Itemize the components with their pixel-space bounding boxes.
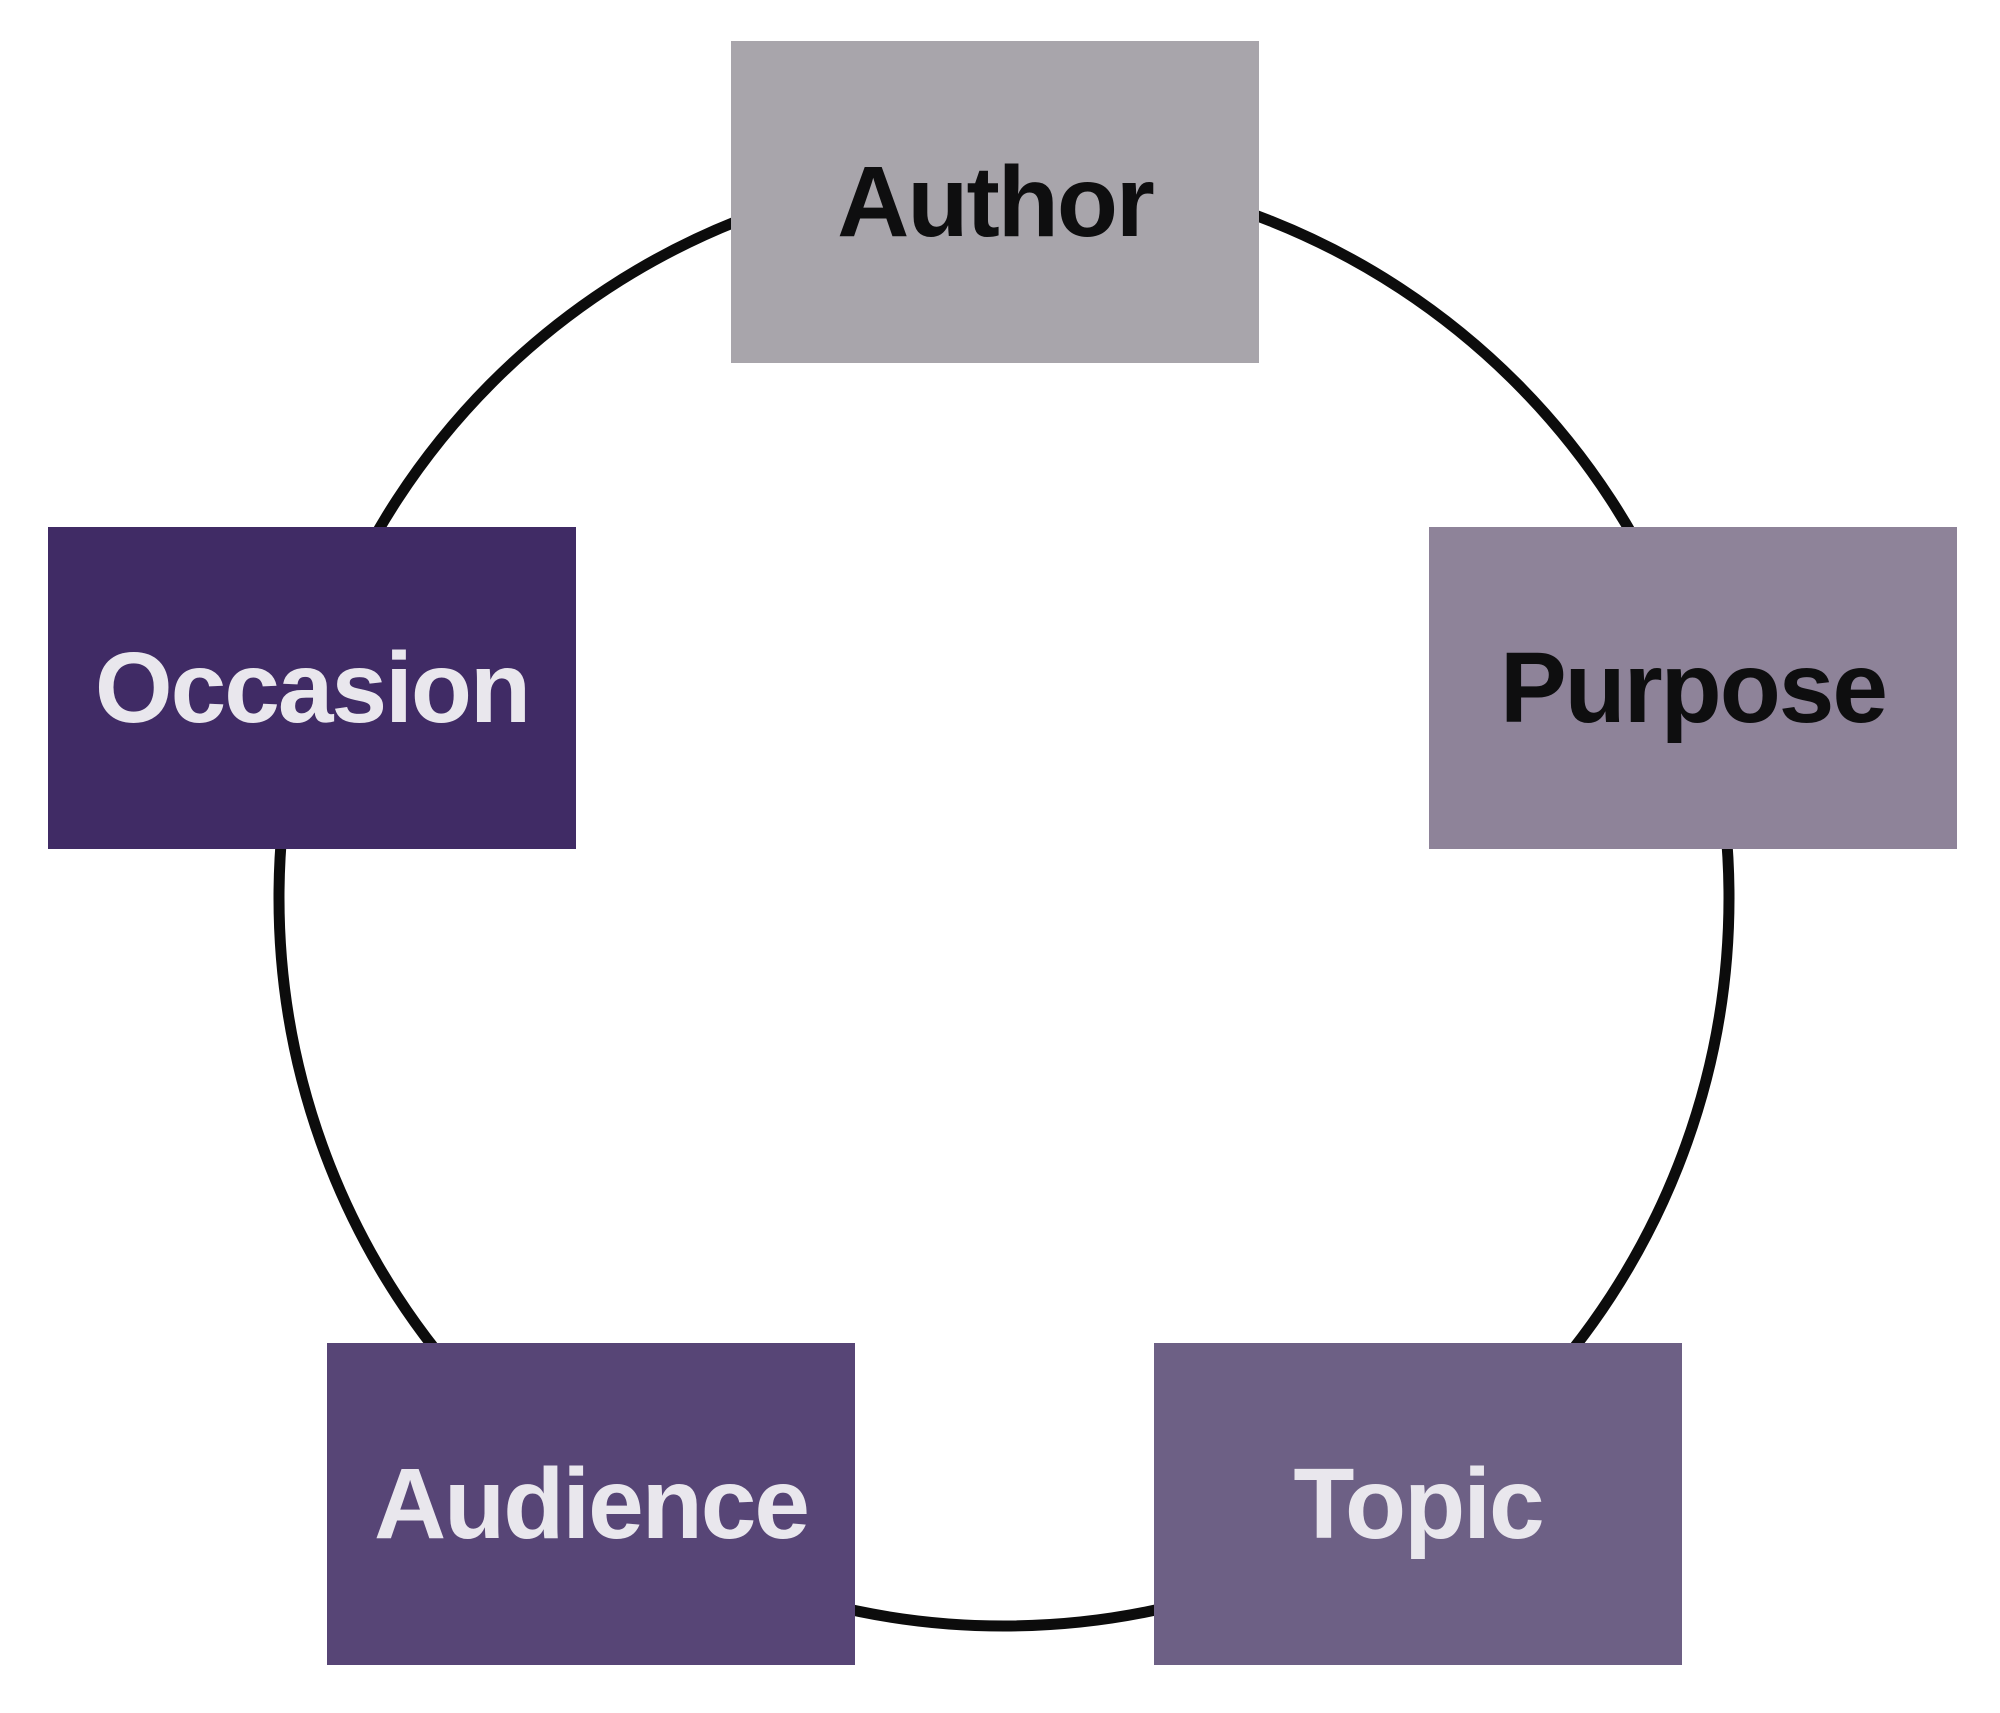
node-audience: Audience [327,1343,855,1665]
node-topic-label: Topic [1293,1448,1544,1560]
node-occasion: Occasion [48,527,576,849]
node-author-label: Author [837,146,1155,258]
node-purpose: Purpose [1429,527,1957,849]
node-topic: Topic [1154,1343,1682,1665]
node-purpose-label: Purpose [1499,632,1888,744]
node-author: Author [731,41,1259,363]
node-occasion-label: Occasion [94,632,531,744]
node-audience-label: Audience [373,1448,810,1560]
